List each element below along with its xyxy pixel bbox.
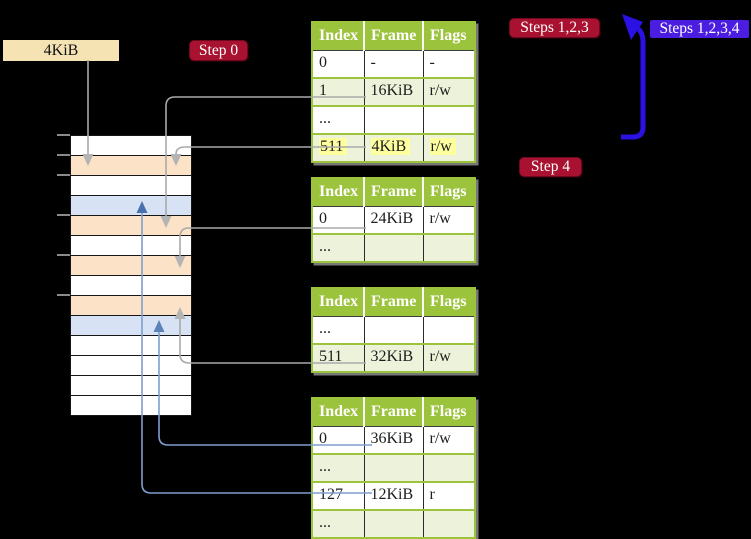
table-header-row: Index Frame Flags [312,288,475,317]
highlighted-value: 4KiB [370,138,411,155]
cell-index: ... [312,316,365,344]
cell-frame [364,105,424,134]
memory-row-peach [71,256,191,276]
table-row: ... [312,105,475,134]
cell-flags [423,509,475,538]
tick-mark [57,154,70,156]
col-header-index: Index [312,22,365,51]
table-row: ... [312,453,475,482]
cell-frame: 32KiB [364,343,424,372]
cell-index: 0 [312,426,365,454]
badge-steps-123: Steps 1,2,3 [509,18,600,38]
cell-index: ... [312,105,365,134]
memory-row-white [71,276,191,296]
table-row-highlighted: 511 4KiB r/w [312,133,475,162]
page-table-level2: Index Frame Flags ... 511 32KiB r/w [311,287,476,373]
table-row: 0 36KiB r/w [312,426,475,454]
memory-row-white [71,176,191,196]
cell-index: 511 [312,343,365,372]
table-row: 511 32KiB r/w [312,343,475,372]
table-header-row: Index Frame Flags [312,398,475,427]
cell-frame: 16KiB [364,77,424,106]
cell-flags [423,105,475,134]
cell-index: 127 [312,481,365,510]
cell-flags [423,233,475,262]
memory-frame-size-label: 4KiB [3,40,119,61]
table-row: ... [312,233,475,262]
cell-flags: r/w [429,430,451,447]
cell-index: ... [312,233,365,262]
memory-row-white [71,376,191,396]
col-header-frame: Frame [364,288,424,317]
memory-row-white [71,336,191,356]
cell-frame [364,233,424,262]
cell-frame: 36KiB [364,426,424,454]
table-row: ... [312,509,475,538]
memory-row-peach [71,296,191,316]
table-row: 1 16KiB r/w [312,77,475,106]
cell-flags: r [423,481,475,510]
page-table-level4: Index Frame Flags 0 - - 1 16KiB r/w ... … [311,21,476,163]
col-header-frame: Frame [364,398,424,427]
memory-row-peach [71,216,191,236]
col-header-flags: Flags [423,178,475,207]
memory-row-white [71,136,191,156]
cell-index: 1 [312,77,365,106]
cell-index: 511 [312,133,365,162]
cell-flags: r/w [423,133,475,162]
memory-row-white [71,356,191,376]
cell-frame: 24KiB [364,206,424,234]
table-header-row: Index Frame Flags [312,178,475,207]
memory-row-blue [71,316,191,336]
highlighted-value: r/w [429,138,456,155]
cell-frame: 12KiB [364,481,424,510]
memory-row-peach [71,156,191,176]
col-header-index: Index [312,288,365,317]
page-table-level1: Index Frame Flags 0 36KiB r/w ... 127 12… [311,397,476,539]
page-table-level3: Index Frame Flags 0 24KiB r/w ... [311,177,476,263]
loop-arrow [621,14,646,140]
col-header-frame: Frame [364,22,424,51]
tick-mark [57,174,70,176]
col-header-flags: Flags [423,398,475,427]
cell-flags [423,453,475,482]
col-header-flags: Flags [423,288,475,317]
badge-steps-1234: Steps 1,2,3,4 [650,20,749,38]
tick-mark [57,214,70,216]
memory-row-blue [71,196,191,216]
tick-mark [57,294,70,296]
memory-row-white [71,236,191,256]
table-row: 127 12KiB r [312,481,475,510]
highlighted-value: 511 [319,138,348,155]
cell-frame: - [364,50,424,78]
cell-index: ... [312,453,365,482]
col-header-index: Index [312,178,365,207]
col-header-index: Index [312,398,365,427]
cell-frame: 4KiB [364,133,424,162]
cell-frame [364,509,424,538]
cell-index: ... [312,509,365,538]
table-header-row: Index Frame Flags [312,22,475,51]
tick-mark [57,254,70,256]
cell-frame [364,316,424,344]
cell-flags [423,317,475,345]
cell-flags: r/w [429,210,451,227]
table-row: 0 - - [312,50,475,78]
cell-flags: - [429,54,435,71]
memory-row-white [71,396,191,416]
memory-column [70,135,192,416]
cell-flags: r/w [423,77,475,106]
table-row: ... [312,316,475,345]
col-header-frame: Frame [364,178,424,207]
cell-flags: r/w [423,343,475,372]
badge-step-0: Step 0 [189,40,248,61]
cell-frame [364,453,424,482]
badge-step-4: Step 4 [519,157,582,177]
tick-mark [57,134,70,136]
col-header-flags: Flags [423,22,475,51]
table-row: 0 24KiB r/w [312,206,475,234]
cell-index: 0 [312,206,365,234]
cell-index: 0 [312,50,365,78]
